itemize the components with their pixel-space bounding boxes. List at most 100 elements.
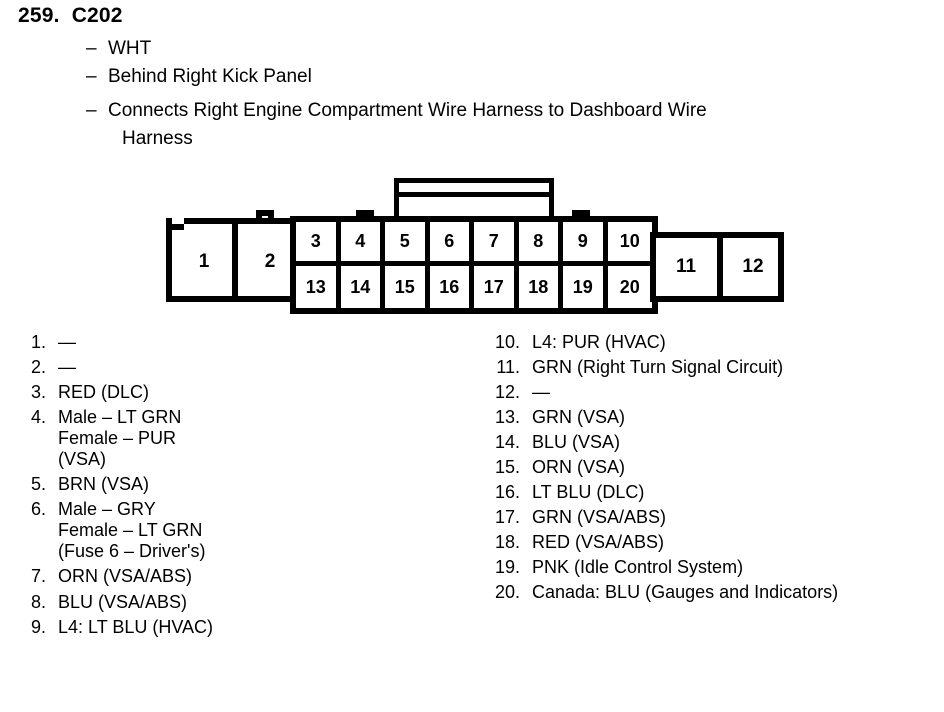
list-item: 2. — xyxy=(26,357,466,378)
pin-cell-13: 13 xyxy=(296,266,341,308)
pin-cell-5: 5 xyxy=(385,222,430,266)
pin-cell-12: 12 xyxy=(742,256,764,277)
list-item: 17. GRN (VSA/ABS) xyxy=(492,507,942,528)
pin-description: PNK (Idle Control System) xyxy=(532,557,744,578)
connector-id: C202 xyxy=(71,4,123,27)
pin-list-left-column: 1. — 2. — 3. RED (DLC) 4. Male – LT GRN … xyxy=(26,332,466,642)
pin-cell-7: 7 xyxy=(474,222,519,266)
pin-description: BLU (VSA/ABS) xyxy=(58,591,188,612)
bullet-dash-icon: – xyxy=(86,38,97,59)
pin-number: 19. xyxy=(494,557,520,578)
list-item: 1. — xyxy=(26,332,466,353)
pin-number: 20. xyxy=(494,582,520,603)
pin-description: LT BLU (DLC) xyxy=(532,482,645,503)
attribute-text: Behind Right Kick Panel xyxy=(108,66,312,87)
list-item: 9. L4: LT BLU (HVAC) xyxy=(26,617,466,638)
pin-cell-10: 10 xyxy=(607,222,652,266)
pin-cell-15: 15 xyxy=(385,266,430,308)
pin-cell-18: 18 xyxy=(518,266,563,308)
pin-list-right-column: 10. L4: PUR (HVAC) 11. GRN (Right Turn S… xyxy=(492,332,942,608)
pin-number: 7. xyxy=(30,566,46,587)
pin-cell-17: 17 xyxy=(474,266,519,308)
pin-description: ORN (VSA/ABS) xyxy=(58,566,193,587)
list-item: 20. Canada: BLU (Gauges and Indicators) xyxy=(492,582,942,603)
list-item: 11. GRN (Right Turn Signal Circuit) xyxy=(492,357,942,378)
list-item: 5. BRN (VSA) xyxy=(26,474,466,495)
connector-pin-grid: 3 4 5 6 7 8 9 10 13 14 15 16 17 18 19 20 xyxy=(290,216,658,314)
list-item: 14. BLU (VSA) xyxy=(492,432,942,453)
pin-cell-2: 2 xyxy=(264,251,276,272)
page-title: 259. C202 xyxy=(18,4,123,28)
pin-cell-8: 8 xyxy=(518,222,563,266)
list-item: 8. BLU (VSA/ABS) xyxy=(26,592,466,613)
pin-description: BLU (VSA) xyxy=(532,432,621,453)
list-item: 15. ORN (VSA) xyxy=(492,457,942,478)
pin-cell-4: 4 xyxy=(340,222,385,266)
pin-description: RED (VSA/ABS) xyxy=(532,532,665,553)
list-item: 10. L4: PUR (HVAC) xyxy=(492,332,942,353)
entry-number: 259. xyxy=(18,4,60,27)
list-item: 16. LT BLU (DLC) xyxy=(492,482,942,503)
pin-description: — xyxy=(58,357,76,378)
pin-number: 8. xyxy=(30,591,46,612)
pin-cell-3: 3 xyxy=(296,222,341,266)
pin-description: L4: LT BLU (HVAC) xyxy=(58,616,214,637)
bullet-dash-icon: – xyxy=(86,100,97,121)
pin-description: — xyxy=(532,382,550,403)
pin-number: 16. xyxy=(494,482,520,503)
connector-left-shell-divider xyxy=(232,218,238,302)
pin-number: 18. xyxy=(494,532,520,553)
connector-attribute-location: –Behind Right Kick Panel xyxy=(86,66,312,88)
pin-cell-1: 1 xyxy=(198,251,210,272)
pin-number: 9. xyxy=(30,616,46,637)
pin-description: Canada: BLU (Gauges and Indicators) xyxy=(532,582,839,603)
pin-description: Male – GRY Female – LT GRN (Fuse 6 – Dri… xyxy=(58,499,206,562)
connector-right-shell-divider xyxy=(717,232,723,302)
pin-description: L4: PUR (HVAC) xyxy=(532,332,666,352)
pin-number: 4. xyxy=(30,407,46,428)
pin-description: GRN (Right Turn Signal Circuit) xyxy=(532,357,784,378)
list-item: 3. RED (DLC) xyxy=(26,382,466,403)
pin-cell-19: 19 xyxy=(563,266,608,308)
pin-number: 6. xyxy=(30,499,46,520)
pin-number: 1. xyxy=(30,332,46,352)
attribute-text: WHT xyxy=(108,38,152,59)
pin-description: BRN (VSA) xyxy=(58,474,150,495)
pin-number: 13. xyxy=(494,407,520,428)
pin-cell-11: 11 xyxy=(675,256,697,277)
list-item: 12. — xyxy=(492,382,942,403)
pin-number: 5. xyxy=(30,474,46,495)
list-item: 7. ORN (VSA/ABS) xyxy=(26,566,466,587)
bullet-dash-icon: – xyxy=(86,66,97,87)
pin-cell-9: 9 xyxy=(563,222,608,266)
pin-cell-6: 6 xyxy=(429,222,474,266)
pin-description: GRN (VSA) xyxy=(532,407,626,428)
connector-pinout-diagram: 1 2 3 4 5 6 7 8 9 10 13 14 15 16 17 18 1… xyxy=(160,168,800,318)
list-item: 19. PNK (Idle Control System) xyxy=(492,557,942,578)
pin-number: 11. xyxy=(496,357,520,378)
pin-number: 15. xyxy=(494,457,520,478)
pin-number: 2. xyxy=(30,357,46,378)
list-item: 18. RED (VSA/ABS) xyxy=(492,532,942,553)
connector-latch-tab-line-icon xyxy=(399,192,549,197)
attribute-text: Connects Right Engine Compartment Wire H… xyxy=(108,100,707,121)
pin-number: 12. xyxy=(494,382,520,403)
pin-cell-14: 14 xyxy=(340,266,385,308)
connector-left-shell-step-icon xyxy=(166,218,184,230)
pin-description: RED (DLC) xyxy=(58,382,150,403)
pin-description: ORN (VSA) xyxy=(532,457,626,478)
pin-number: 10. xyxy=(494,332,520,352)
pin-cell-16: 16 xyxy=(429,266,474,308)
attribute-text-continuation: Harness xyxy=(122,128,193,149)
connector-attribute-connects: –Connects Right Engine Compartment Wire … xyxy=(86,100,707,122)
list-item: 4. Male – LT GRN Female – PUR (VSA) xyxy=(26,407,466,470)
pin-description: — xyxy=(58,332,76,352)
pin-description: Male – LT GRN Female – PUR (VSA) xyxy=(58,407,182,470)
list-item: 13. GRN (VSA) xyxy=(492,407,942,428)
pin-number: 14. xyxy=(494,432,520,453)
pin-cell-20: 20 xyxy=(607,266,652,308)
pin-number: 3. xyxy=(30,382,46,403)
list-item: 6. Male – GRY Female – LT GRN (Fuse 6 – … xyxy=(26,499,466,562)
pin-description: GRN (VSA/ABS) xyxy=(532,507,667,528)
pin-number: 17. xyxy=(494,507,520,528)
